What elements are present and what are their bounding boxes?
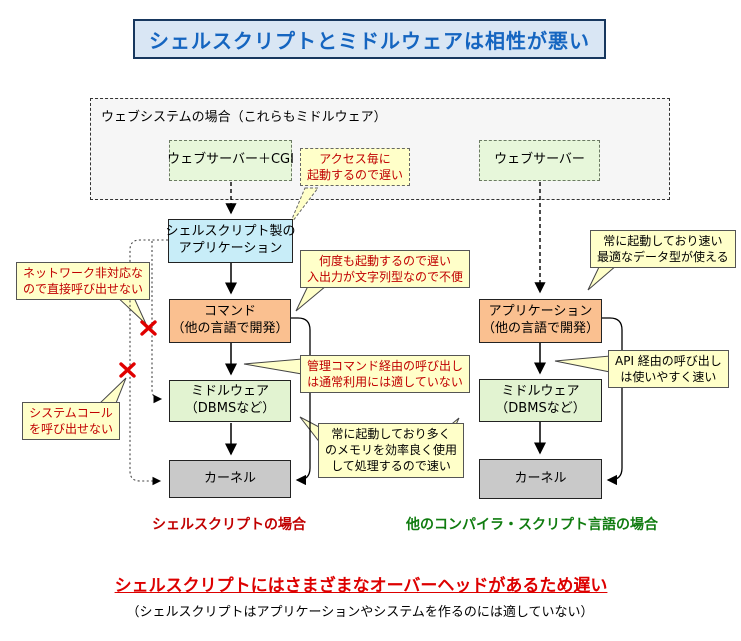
kernel-right-label: カーネル [514,470,567,486]
web-server-box: ウェブサーバー [479,140,600,181]
callout-admin-command-line1: 管理コマンド経由の呼び出し [307,359,464,373]
callout-tails [96,187,619,446]
callout-admin-command: 管理コマンド経由の呼び出し は通常利用には適していない [300,355,471,394]
kernel-right-box: カーネル [479,459,602,499]
command-line1: コマンド [203,304,256,320]
command-line2: （他の言語で開発） [171,321,289,336]
web-system-group-label: ウェブシステムの場合（これらもミドルウェア） [101,110,387,125]
kernel-left-box: カーネル [169,460,291,498]
command-to-kernel-bypass [291,317,311,486]
app-to-kernel-bypass [602,317,623,486]
command-box: コマンド （他の言語で開発） [169,299,291,343]
callout-network-na-line1: ネットワーク非対応な [23,266,144,280]
callout-syscall-na-line2: を呼び出せない [29,422,114,437]
title-banner: シェルスクリプトとミドルウェアは相性が悪い [133,19,606,59]
callout-always-fast: 常に起動しており速い 最適なデータ型が使える [590,230,736,269]
middleware-right-box: ミドルウェア （DBMSなど） [479,379,602,422]
access-slow-tail [288,187,320,227]
cross-marks [119,320,157,378]
callout-launch-slow: 何度も起動するので遅い 入出力が文字列型なので不便 [300,250,471,289]
bypass-lines [291,317,623,486]
callout-launch-slow-line1: 何度も起動するので遅い [319,254,452,268]
callout-syscall-na: システムコール を呼び出せない [22,402,121,441]
middleware-left-line1: ミドルウェア [190,384,269,400]
cross-mark-kernel [119,362,136,378]
callout-memory-fast: 常に起動しており多く のメモリを効率良く使用 して処理するので速い [318,423,465,478]
callout-always-fast-line2: 最適なデータ型が使える [597,250,729,265]
middleware-right-line2: （DBMSなど） [495,400,586,416]
callout-always-fast-line1: 常に起動しており速い [603,234,723,248]
callout-memory-fast-line2: のメモリを効率良く使用 [325,443,458,458]
cross-mark-middleware [140,320,157,336]
callout-access-slow: アクセス毎に 起動するので遅い [300,148,411,187]
left-column-caption: シェルスクリプトの場合 [152,517,306,533]
middleware-left-box: ミドルウェア （DBMSなど） [169,380,291,422]
web-server-cgi-label: ウェブサーバー＋CGI [167,152,294,168]
footer-heading: シェルスクリプトにはさまざまなオーバーヘッドがあるため遅い [114,576,608,596]
callout-launch-slow-line2: 入出力が文字列型なので不便 [307,270,464,285]
web-server-label: ウェブサーバー [494,152,585,168]
callout-api-fast-line2: は使いやすく速い [620,370,717,385]
title-text: シェルスクリプトとミドルウェアは相性が悪い [149,28,590,53]
shell-app-line2: アプリケーション [178,241,283,256]
api-fast-tail [554,355,611,373]
callout-memory-fast-line1: 常に起動しており多く [331,427,451,441]
shellapp-to-middleware-dotted [151,241,163,404]
kernel-left-label: カーネル [203,470,256,486]
always-fast-tail [587,264,619,291]
application-line1: アプリケーション [488,304,593,320]
launch-slow-tail [295,285,328,312]
callout-network-na-line2: ので直接呼び出せない [23,282,144,297]
dashed-arrows [225,182,546,294]
middleware-right-line1: ミドルウェア [501,383,580,399]
web-server-cgi-box: ウェブサーバー＋CGI [167,140,294,181]
shell-app-line1: シェルスクリプト製の [165,224,296,240]
callout-access-slow-line1: アクセス毎に [319,152,391,166]
callout-syscall-na-line1: システムコール [29,406,113,420]
dotted-lines [129,239,168,486]
middleware-left-line2: （DBMSなど） [184,401,276,416]
application-line2: （他の言語で開発） [481,321,599,336]
solid-arrows [225,263,546,456]
callout-api-fast: API 経由の呼び出し は使いやすく速い [608,350,729,389]
callout-memory-fast-line3: して処理するので速い [331,459,451,474]
shellapp-to-kernel-dotted [129,239,168,486]
application-box: アプリケーション （他の言語で開発） [479,299,602,343]
callout-network-na: ネットワーク非対応な ので直接呼び出せない [16,262,151,301]
callout-admin-command-line2: は通常利用には適していない [307,375,463,390]
callout-access-slow-line2: 起動するので遅い [307,168,404,183]
admin-command-tail [243,358,303,375]
shell-app-box: シェルスクリプト製の アプリケーション [165,219,296,263]
right-column-caption: 他のコンパイラ・スクリプト言語の場合 [406,517,658,533]
callout-api-fast-line1: API 経由の呼び出し [615,354,722,368]
footer-note: （シェルスクリプトはアプリケーションやシステムを作るのには適していない） [126,605,594,620]
